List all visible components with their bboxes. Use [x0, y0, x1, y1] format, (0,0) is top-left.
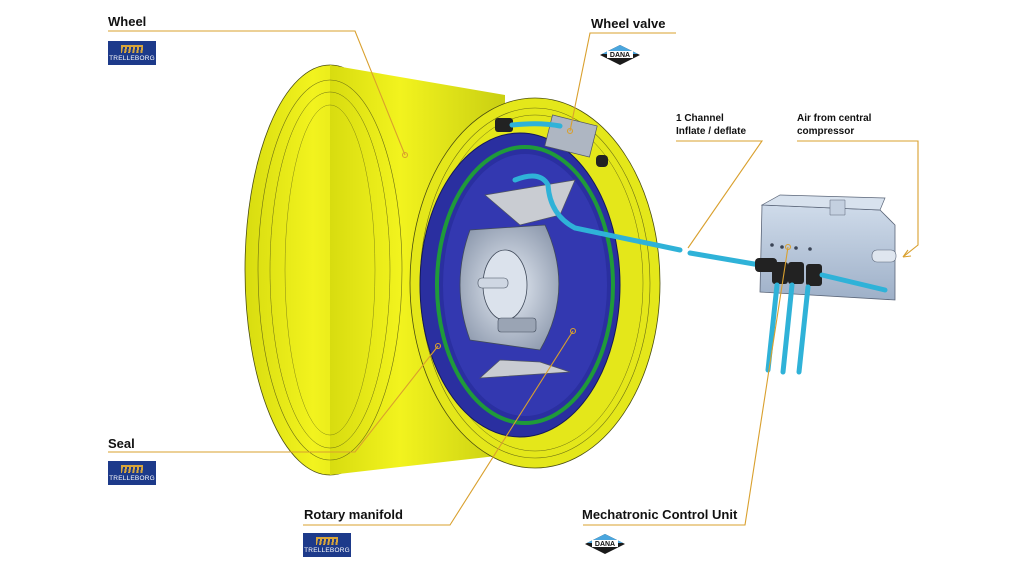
- label-rotary-manifold: Rotary manifold: [304, 507, 403, 522]
- trelleborg-logo-rotary-manifold: TRELLEBORG: [303, 533, 351, 557]
- seal-ring: [435, 145, 615, 425]
- leader-wheel-valve: [569, 32, 676, 132]
- inflate-deflate-hose: [512, 173, 763, 268]
- svg-text:DANA: DANA: [610, 52, 630, 59]
- trelleborg-mark-icon: [316, 536, 338, 545]
- anchor-wheel: [401, 151, 409, 159]
- label-mcu: Mechatronic Control Unit: [582, 507, 738, 522]
- control-unit: [755, 194, 897, 375]
- leader-wheel: [108, 30, 406, 156]
- leader-air: [797, 140, 919, 258]
- label-wheel-valve: Wheel valve: [591, 16, 666, 31]
- trelleborg-logo-wheel: TRELLEBORG: [108, 41, 156, 65]
- hub-knuckle: [459, 179, 576, 379]
- label-wheel: Wheel: [108, 14, 147, 29]
- label-channel: 1 Channel Inflate / deflate: [676, 113, 747, 137]
- anchor-rotary-manifold: [569, 327, 577, 335]
- leader-seal: [108, 345, 439, 453]
- arrow-icon: [902, 249, 912, 258]
- dana-logo-mcu: DANA: [585, 534, 625, 554]
- leader-lines: [108, 30, 919, 526]
- anchor-wheel-valve: [566, 127, 574, 135]
- leader-channel: [676, 140, 764, 249]
- trelleborg-mark-icon: [121, 44, 143, 53]
- trelleborg-logo-seal: TRELLEBORG: [108, 461, 156, 485]
- wheel-valve-block: [495, 114, 608, 167]
- svg-text:DANA: DANA: [595, 541, 615, 548]
- label-air-source: Air from central compressor: [797, 113, 872, 137]
- anchor-mcu: [784, 243, 792, 251]
- leader-mcu: [583, 246, 789, 526]
- dana-logo-wheel-valve: DANA: [600, 45, 640, 65]
- label-seal: Seal: [108, 436, 135, 451]
- trelleborg-mark-icon: [121, 464, 143, 473]
- leader-rotary-manifold: [303, 330, 574, 526]
- anchor-seal: [434, 342, 442, 350]
